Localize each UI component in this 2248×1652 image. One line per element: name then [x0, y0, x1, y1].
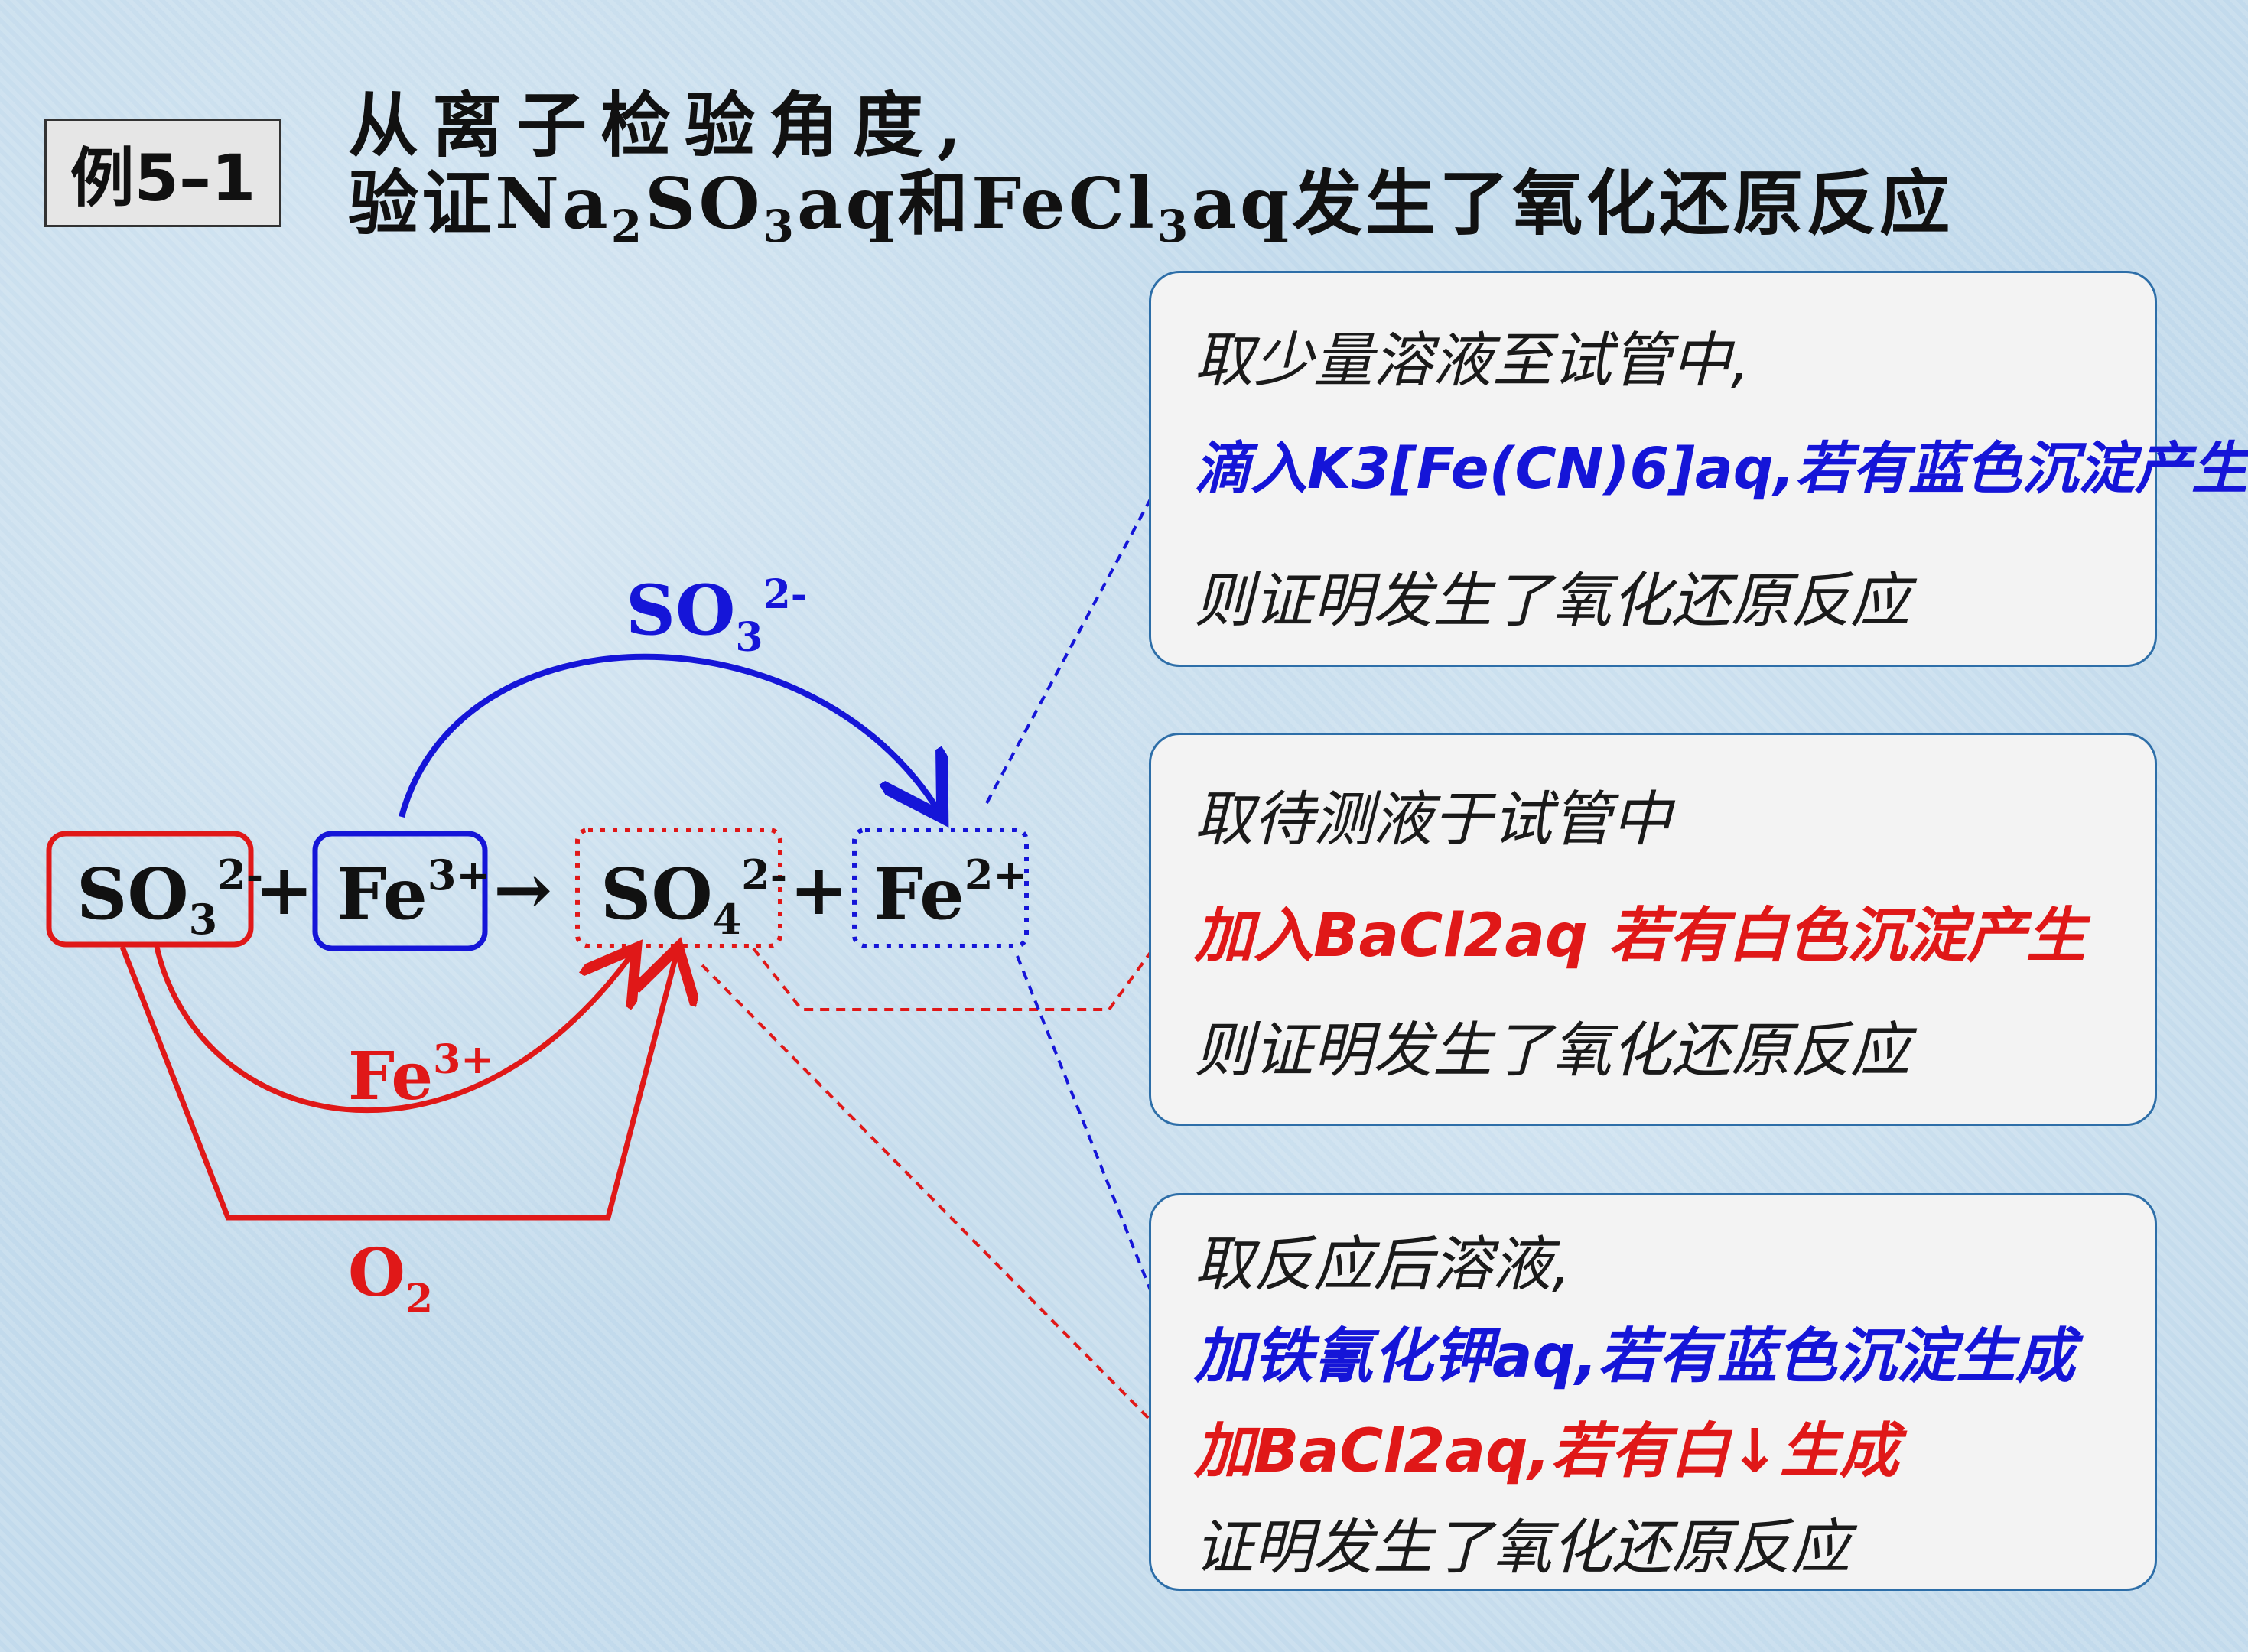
reaction-arrow: → [493, 848, 553, 931]
title-line-1: 从离子检验角度, [348, 84, 976, 167]
note3-line4: 证明发生了氧化还原反应 [1194, 1514, 1851, 1582]
example-badge: 例5–1 [44, 119, 281, 227]
fe3-box [312, 831, 488, 951]
note-box-2: 取待测液于试管中 加入BaCl2aq 若有白色沉淀产生 则证明发生了氧化还原反应 [1149, 733, 2157, 1126]
note1-line3: 则证明发生了氧化还原反应 [1194, 567, 1911, 636]
blue-dash-bottom [1016, 955, 1169, 1333]
note1-line2: 滴入K3[Fe(CN)6]aq,若有蓝色沉淀产生 [1194, 436, 2248, 502]
blue-arc-arrow [399, 653, 939, 817]
so3-ion: SO32- [76, 850, 264, 944]
note2-line1: 取待测液于试管中 [1194, 785, 1672, 854]
so4-ion: SO42- [600, 850, 788, 944]
reaction-diagram [46, 467, 1169, 1428]
label-so3-top: SO32- [626, 570, 808, 661]
note-box-1: 取少量溶液至试管中, 滴入K3[Fe(CN)6]aq,若有蓝色沉淀产生 则证明发… [1149, 271, 2248, 667]
note3-line1: 取反应后溶液, [1194, 1231, 1571, 1299]
note3-line3: 加BaCl2aq,若有白↓生成 [1194, 1417, 1899, 1486]
plus-sign-1: + [255, 848, 314, 931]
so3-box [46, 831, 254, 948]
note2-line3: 则证明发生了氧化还原反应 [1194, 1016, 1911, 1085]
label-o2-bottom: O2 [348, 1234, 434, 1322]
fe2-box [852, 828, 1029, 948]
note3-line2: 加铁氰化钾aq,若有蓝色沉淀生成 [1194, 1322, 2076, 1391]
title-line-2: 验证Na2SO3aq和FeCl3aq发生了氧化还原反应 [348, 162, 1954, 252]
fe3-ion: Fe3+ [337, 850, 491, 935]
blue-dash-top [985, 467, 1169, 804]
label-fe3-middle: Fe3+ [348, 1036, 494, 1115]
note2-line2: 加入BaCl2aq 若有白色沉淀产生 [1194, 902, 2086, 971]
fe2-ion: Fe2+ [873, 850, 1028, 935]
note1-line1: 取少量溶液至试管中, [1194, 327, 1750, 395]
red-curve-arrow [154, 947, 633, 1114]
red-dash-bottom [701, 964, 1158, 1428]
red-o2-arrow [119, 947, 677, 1221]
so4-box [575, 828, 782, 948]
note-box-3: 取反应后溶液, 加铁氰化钾aq,若有蓝色沉淀生成 加BaCl2aq,若有白↓生成… [1149, 1193, 2157, 1591]
red-dash-mid [752, 928, 1169, 1011]
plus-sign-2: + [789, 848, 849, 931]
